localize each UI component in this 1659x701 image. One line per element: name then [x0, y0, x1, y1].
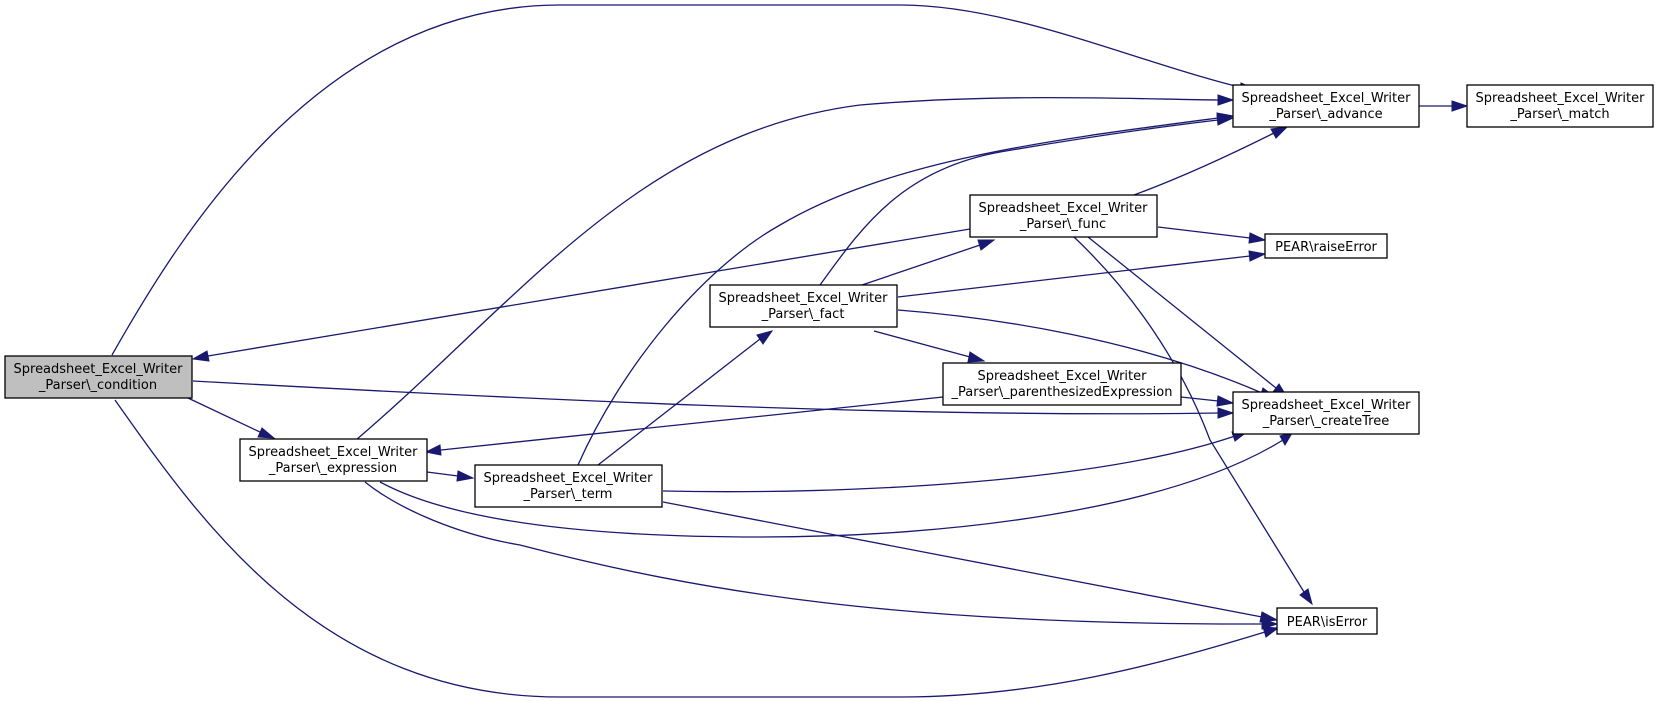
- edge-condition-createTree: [192, 380, 1235, 419]
- svg-text:Spreadsheet_Excel_Writer: Spreadsheet_Excel_Writer: [978, 369, 1148, 384]
- svg-text:Spreadsheet_Excel_Writer: Spreadsheet_Excel_Writer: [249, 445, 419, 460]
- edge-parenthesized-createTree: [1180, 395, 1235, 407]
- node-condition[interactable]: Spreadsheet_Excel_Writer _Parser\_condit…: [4, 355, 193, 399]
- node-expression[interactable]: Spreadsheet_Excel_Writer _Parser\_expres…: [239, 438, 428, 482]
- svg-text:Spreadsheet_Excel_Writer: Spreadsheet_Excel_Writer: [1476, 91, 1646, 106]
- node-createTree[interactable]: Spreadsheet_Excel_Writer _Parser\_create…: [1232, 391, 1420, 435]
- svg-text:_Parser\_func: _Parser\_func: [1019, 217, 1106, 232]
- svg-text:Spreadsheet_Excel_Writer: Spreadsheet_Excel_Writer: [14, 362, 184, 377]
- edges-layer: [111, 4, 1469, 698]
- node-fact[interactable]: Spreadsheet_Excel_Writer _Parser\_fact: [709, 284, 898, 328]
- edge-term-isError: [662, 501, 1279, 623]
- edge-fact-parenthesized: [873, 330, 986, 363]
- svg-text:_Parser\_parenthesizedExpressi: _Parser\_parenthesizedExpression: [951, 385, 1173, 400]
- node-match[interactable]: Spreadsheet_Excel_Writer _Parser\_match: [1466, 84, 1654, 128]
- node-isError[interactable]: PEAR\isError: [1276, 607, 1378, 635]
- edge-term-advance: [577, 112, 1235, 466]
- node-parenthesized[interactable]: Spreadsheet_Excel_Writer _Parser\_parent…: [942, 362, 1182, 406]
- edge-advance-match: [1418, 100, 1469, 112]
- svg-text:_Parser\_advance: _Parser\_advance: [1268, 107, 1382, 122]
- edge-func-condition: [191, 228, 971, 362]
- edge-term-createTree: [662, 430, 1250, 493]
- edge-condition-advance: [111, 4, 1258, 356]
- edge-condition-isError: [114, 399, 1280, 698]
- svg-text:Spreadsheet_Excel_Writer: Spreadsheet_Excel_Writer: [484, 471, 654, 486]
- svg-text:_Parser\_condition: _Parser\_condition: [38, 378, 157, 393]
- edge-expression-advance: [355, 94, 1235, 441]
- svg-text:Spreadsheet_Excel_Writer: Spreadsheet_Excel_Writer: [1242, 398, 1412, 413]
- svg-text:_Parser\_match: _Parser\_match: [1509, 107, 1609, 122]
- svg-text:Spreadsheet_Excel_Writer: Spreadsheet_Excel_Writer: [1242, 91, 1412, 106]
- svg-text:Spreadsheet_Excel_Writer: Spreadsheet_Excel_Writer: [979, 201, 1149, 216]
- node-func[interactable]: Spreadsheet_Excel_Writer _Parser\_func: [969, 194, 1158, 238]
- edge-term-fact: [597, 330, 774, 466]
- edge-fact-raiseError: [897, 250, 1267, 298]
- edge-fact-advance: [819, 114, 1235, 286]
- edge-func-raiseError: [1157, 226, 1267, 244]
- svg-text:_Parser\_fact: _Parser\_fact: [761, 307, 845, 322]
- node-term[interactable]: Spreadsheet_Excel_Writer _Parser\_term: [474, 464, 663, 508]
- edge-func-isError: [1073, 236, 1313, 606]
- node-raiseError[interactable]: PEAR\raiseError: [1264, 233, 1388, 259]
- nodes-layer: Spreadsheet_Excel_Writer _Parser\_condit…: [4, 84, 1654, 635]
- svg-text:PEAR\raiseError: PEAR\raiseError: [1275, 240, 1377, 255]
- edge-fact-func: [861, 239, 996, 286]
- node-advance[interactable]: Spreadsheet_Excel_Writer _Parser\_advanc…: [1232, 84, 1420, 128]
- edge-parenthesized-expression: [424, 396, 944, 456]
- svg-text:PEAR\isError: PEAR\isError: [1287, 615, 1368, 630]
- edge-func-advance: [1133, 126, 1289, 196]
- edge-expression-term: [426, 470, 475, 482]
- edge-condition-expression: [187, 397, 276, 439]
- svg-text:_Parser\_expression: _Parser\_expression: [268, 461, 397, 476]
- svg-text:_Parser\_createTree: _Parser\_createTree: [1262, 414, 1389, 429]
- svg-text:_Parser\_term: _Parser\_term: [523, 487, 613, 502]
- svg-text:Spreadsheet_Excel_Writer: Spreadsheet_Excel_Writer: [719, 291, 889, 306]
